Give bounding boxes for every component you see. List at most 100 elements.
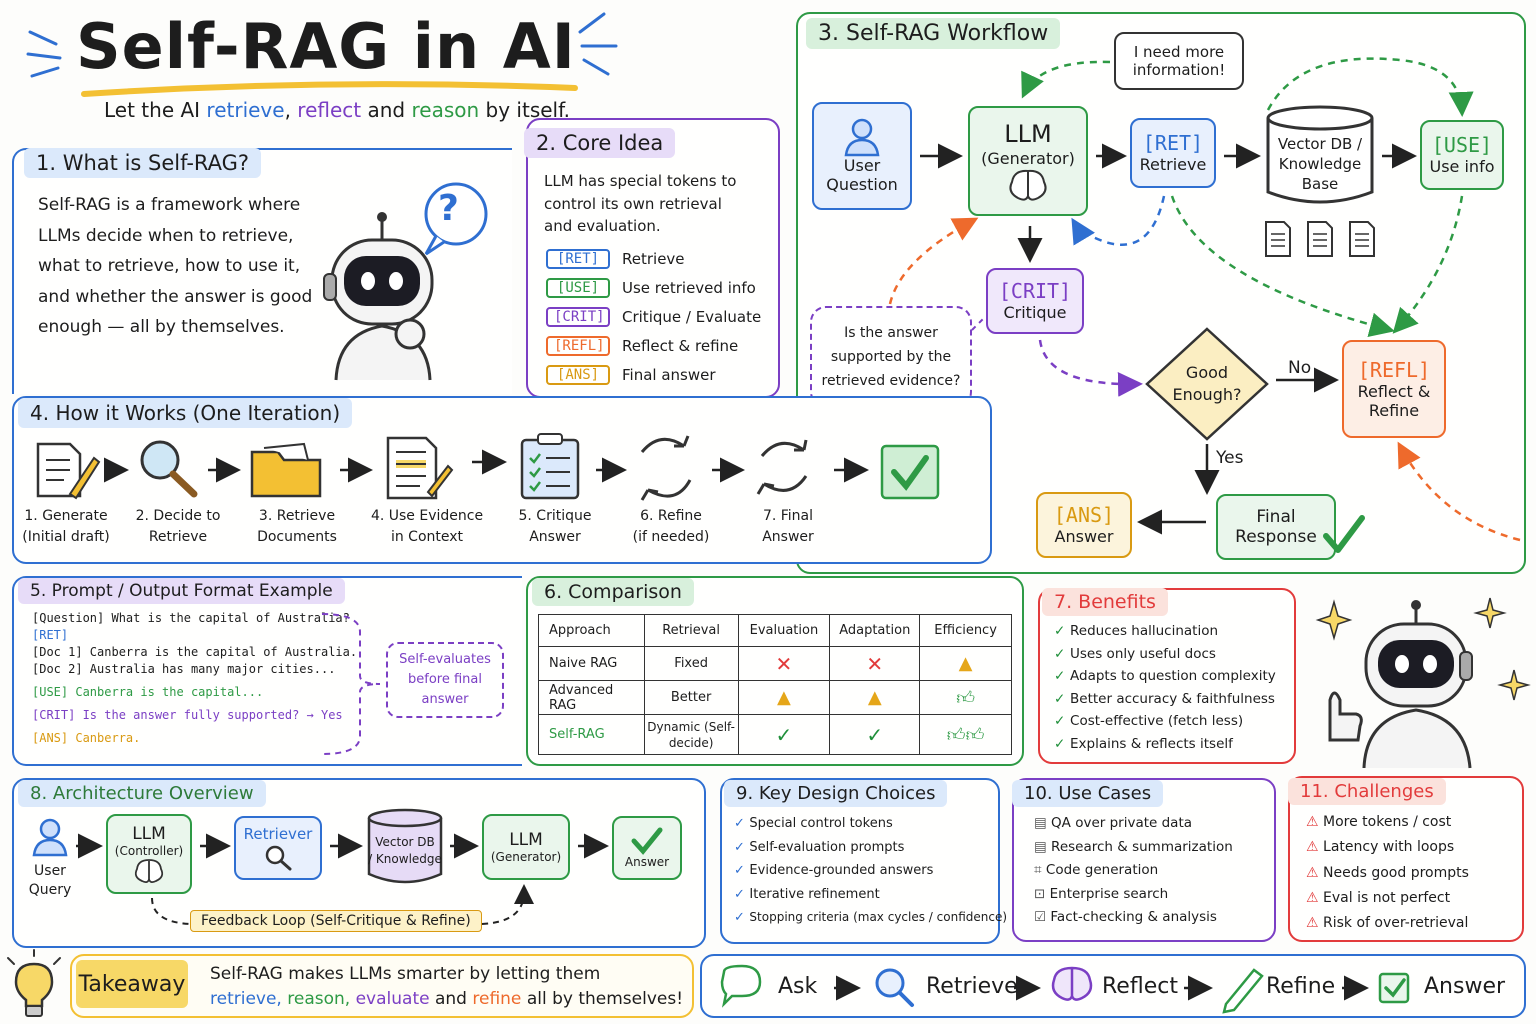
- list-item: ⌗ Code generation: [1034, 862, 1159, 879]
- prompt-example: [Question] What is the capital of Austra…: [32, 610, 357, 747]
- vector-db-icon: [1266, 105, 1374, 204]
- arch-answer: Answer: [612, 816, 682, 880]
- takeaway-text: Self-RAG makes LLMs smarter by letting t…: [210, 964, 684, 1009]
- feedback-loop-label: Feedback Loop (Self-Critique & Refine): [190, 910, 482, 932]
- section-design-title: 9. Key Design Choices: [724, 780, 948, 807]
- use-info-box: [USE]Use info: [1420, 120, 1504, 190]
- document-icon: ▤: [1034, 815, 1052, 831]
- yes-label: Yes: [1216, 448, 1244, 468]
- list-item: ✓ Cost-effective (fetch less): [1054, 713, 1244, 730]
- title-spark-left: [26, 30, 62, 78]
- takeaway-label: Takeaway: [76, 960, 188, 1008]
- title-underline: [81, 81, 578, 97]
- prompt-line: [Question] What is the capital of Austra…: [32, 611, 350, 625]
- arch-arrows: [76, 833, 609, 925]
- magnifier-icon: [140, 440, 198, 498]
- crit-critique-box: [CRIT]Critique: [986, 268, 1084, 334]
- check-icon: ✓: [829, 714, 921, 755]
- pencil-icon: [1222, 968, 1264, 1014]
- warning-icon: ▲: [829, 680, 921, 715]
- token-row: [REFL]Reflect & refine: [546, 331, 776, 360]
- prompt-line: [RET]: [32, 628, 69, 642]
- how-step-icons: [36, 433, 940, 501]
- list-item: ✓ Explains & reflects itself: [1054, 735, 1233, 752]
- col-header: Evaluation: [737, 614, 831, 647]
- thumbs-up-robot-illustration: [1315, 597, 1531, 769]
- question-icon: ?: [438, 188, 459, 229]
- warning-icon: ⚠: [1306, 915, 1324, 932]
- section-core-idea-title: 2. Core Idea: [524, 128, 676, 158]
- thinking-robot-illustration: [323, 182, 488, 381]
- section-what-is-title: 1. What is Self-RAG?: [24, 148, 262, 178]
- warning-icon: ⚠: [1306, 839, 1324, 856]
- search-icon: [875, 968, 914, 1007]
- check-box-icon: [1378, 972, 1410, 1004]
- table-row: Advanced RAG Better ▲ ▲ 👍︎: [538, 680, 1012, 715]
- warning-icon: ▲: [919, 646, 1012, 681]
- section-how-title: 4. How it Works (One Iteration): [18, 398, 353, 428]
- table-row: Self-RAG Dynamic (Self-decide) ✓ ✓ 👍︎👍︎: [538, 714, 1012, 755]
- page-title: Self-RAG in AI: [76, 10, 576, 83]
- warning-icon: ⚠: [1306, 814, 1324, 830]
- flow-reflect: Reflect: [1102, 974, 1178, 999]
- checklist-icon: [520, 433, 580, 500]
- design-list: ✓ Special control tokens ✓ Self-evaluati…: [734, 812, 1007, 930]
- title-spark-right: [578, 12, 618, 76]
- list-item: ✓ Special control tokens: [734, 816, 893, 831]
- usecases-list: ▤ QA over private data ▤ Research & summ…: [1034, 812, 1233, 930]
- check-icon: [631, 827, 663, 855]
- flow-answer: Answer: [1424, 974, 1506, 999]
- list-item: ✓ Adapts to question complexity: [1054, 668, 1276, 685]
- section-usecases-title: 10. Use Cases: [1012, 780, 1164, 807]
- double-thumbs-up-icon: 👍︎👍︎: [919, 714, 1012, 755]
- document-icons: [1265, 221, 1375, 257]
- how-step-6: 6. Refine(if needed): [632, 508, 710, 545]
- how-step-1: 1. Generate(Initial draft): [22, 508, 110, 545]
- good-enough-diamond: [1145, 327, 1269, 441]
- prompt-line: [USE] Canberra is the capital...: [32, 685, 264, 699]
- list-item: ⚠ More tokens / cost: [1306, 814, 1452, 830]
- subtitle: Let the AI retrieve, reflect and reason …: [104, 98, 571, 122]
- arch-llm-generator: LLM(Generator): [482, 814, 570, 880]
- llm-generator-box: LLM (Generator): [968, 106, 1088, 216]
- evidence-doc-icon: [386, 436, 454, 500]
- arch-db-label: Vector DB/ Knowledge: [368, 835, 442, 866]
- list-item: ⚠ Latency with loops: [1306, 839, 1455, 856]
- brain-icon: [1051, 966, 1093, 1001]
- final-check-icon: [1323, 515, 1365, 553]
- prompt-line: [CRIT] Is the answer fully supported? → …: [32, 708, 343, 722]
- list-item: ☑ Fact-checking & analysis: [1034, 909, 1217, 926]
- col-header: Efficiency: [919, 614, 1012, 647]
- list-item: ✓ Uses only useful docs: [1054, 645, 1216, 662]
- flow-icons: [720, 964, 1410, 1014]
- code-icon: ⌗: [1034, 862, 1046, 879]
- prompt-brace: [321, 613, 381, 755]
- prompt-line: [ANS] Canberra.: [32, 731, 141, 745]
- col-header: Adaptation: [829, 614, 921, 647]
- list-item: ✓ Iterative refinement: [734, 886, 880, 902]
- thumbs-up-icon: 👍︎: [919, 680, 1012, 715]
- section-benefits: [1038, 588, 1296, 764]
- ans-answer-box: [ANS]Answer: [1036, 492, 1132, 558]
- fact-check-icon: ☑: [1034, 909, 1051, 926]
- section-workflow-title: 3. Self-RAG Workflow: [806, 18, 1061, 49]
- col-header: Retrieval: [643, 614, 739, 647]
- list-item: ⚠ Needs good prompts: [1306, 864, 1469, 881]
- list-item: ✓ Stopping criteria (max cycles / confid…: [734, 910, 1008, 925]
- list-item: ✓ Reduces hallucination: [1054, 623, 1219, 639]
- token-list: [RET]Retrieve [USE]Use retrieved info [C…: [546, 244, 776, 389]
- token-row: [RET]Retrieve: [546, 244, 776, 273]
- magnifier-icon: [265, 845, 292, 871]
- flow-refine: Refine: [1266, 974, 1336, 999]
- benefits-list: ✓ Reduces hallucination ✓ Uses only usef…: [1054, 620, 1276, 756]
- list-item: ⊡ Enterprise search: [1034, 885, 1169, 902]
- ret-retrieve-box: [RET]Retrieve: [1130, 118, 1216, 188]
